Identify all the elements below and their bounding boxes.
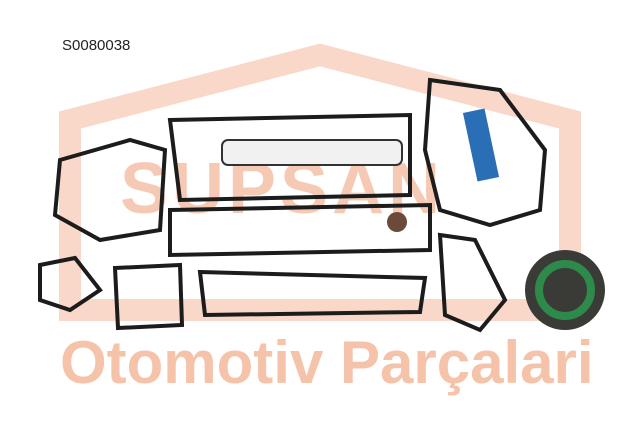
product-code: S0080038 (62, 37, 131, 54)
sealant-tube (462, 108, 500, 182)
head-gasket-parts (221, 139, 403, 166)
front-cover-gasket (422, 77, 548, 228)
watermark-tagline: Otomotiv Parçalari (60, 329, 594, 396)
oil-pump-gasket (437, 232, 508, 333)
exhaust-manifold-gasket (197, 269, 428, 318)
small-gasket (38, 255, 103, 313)
timing-cover-gasket (52, 137, 168, 243)
flange-gasket (112, 262, 185, 331)
valve-cover-gasket (167, 112, 412, 203)
intake-gasket (168, 202, 432, 258)
